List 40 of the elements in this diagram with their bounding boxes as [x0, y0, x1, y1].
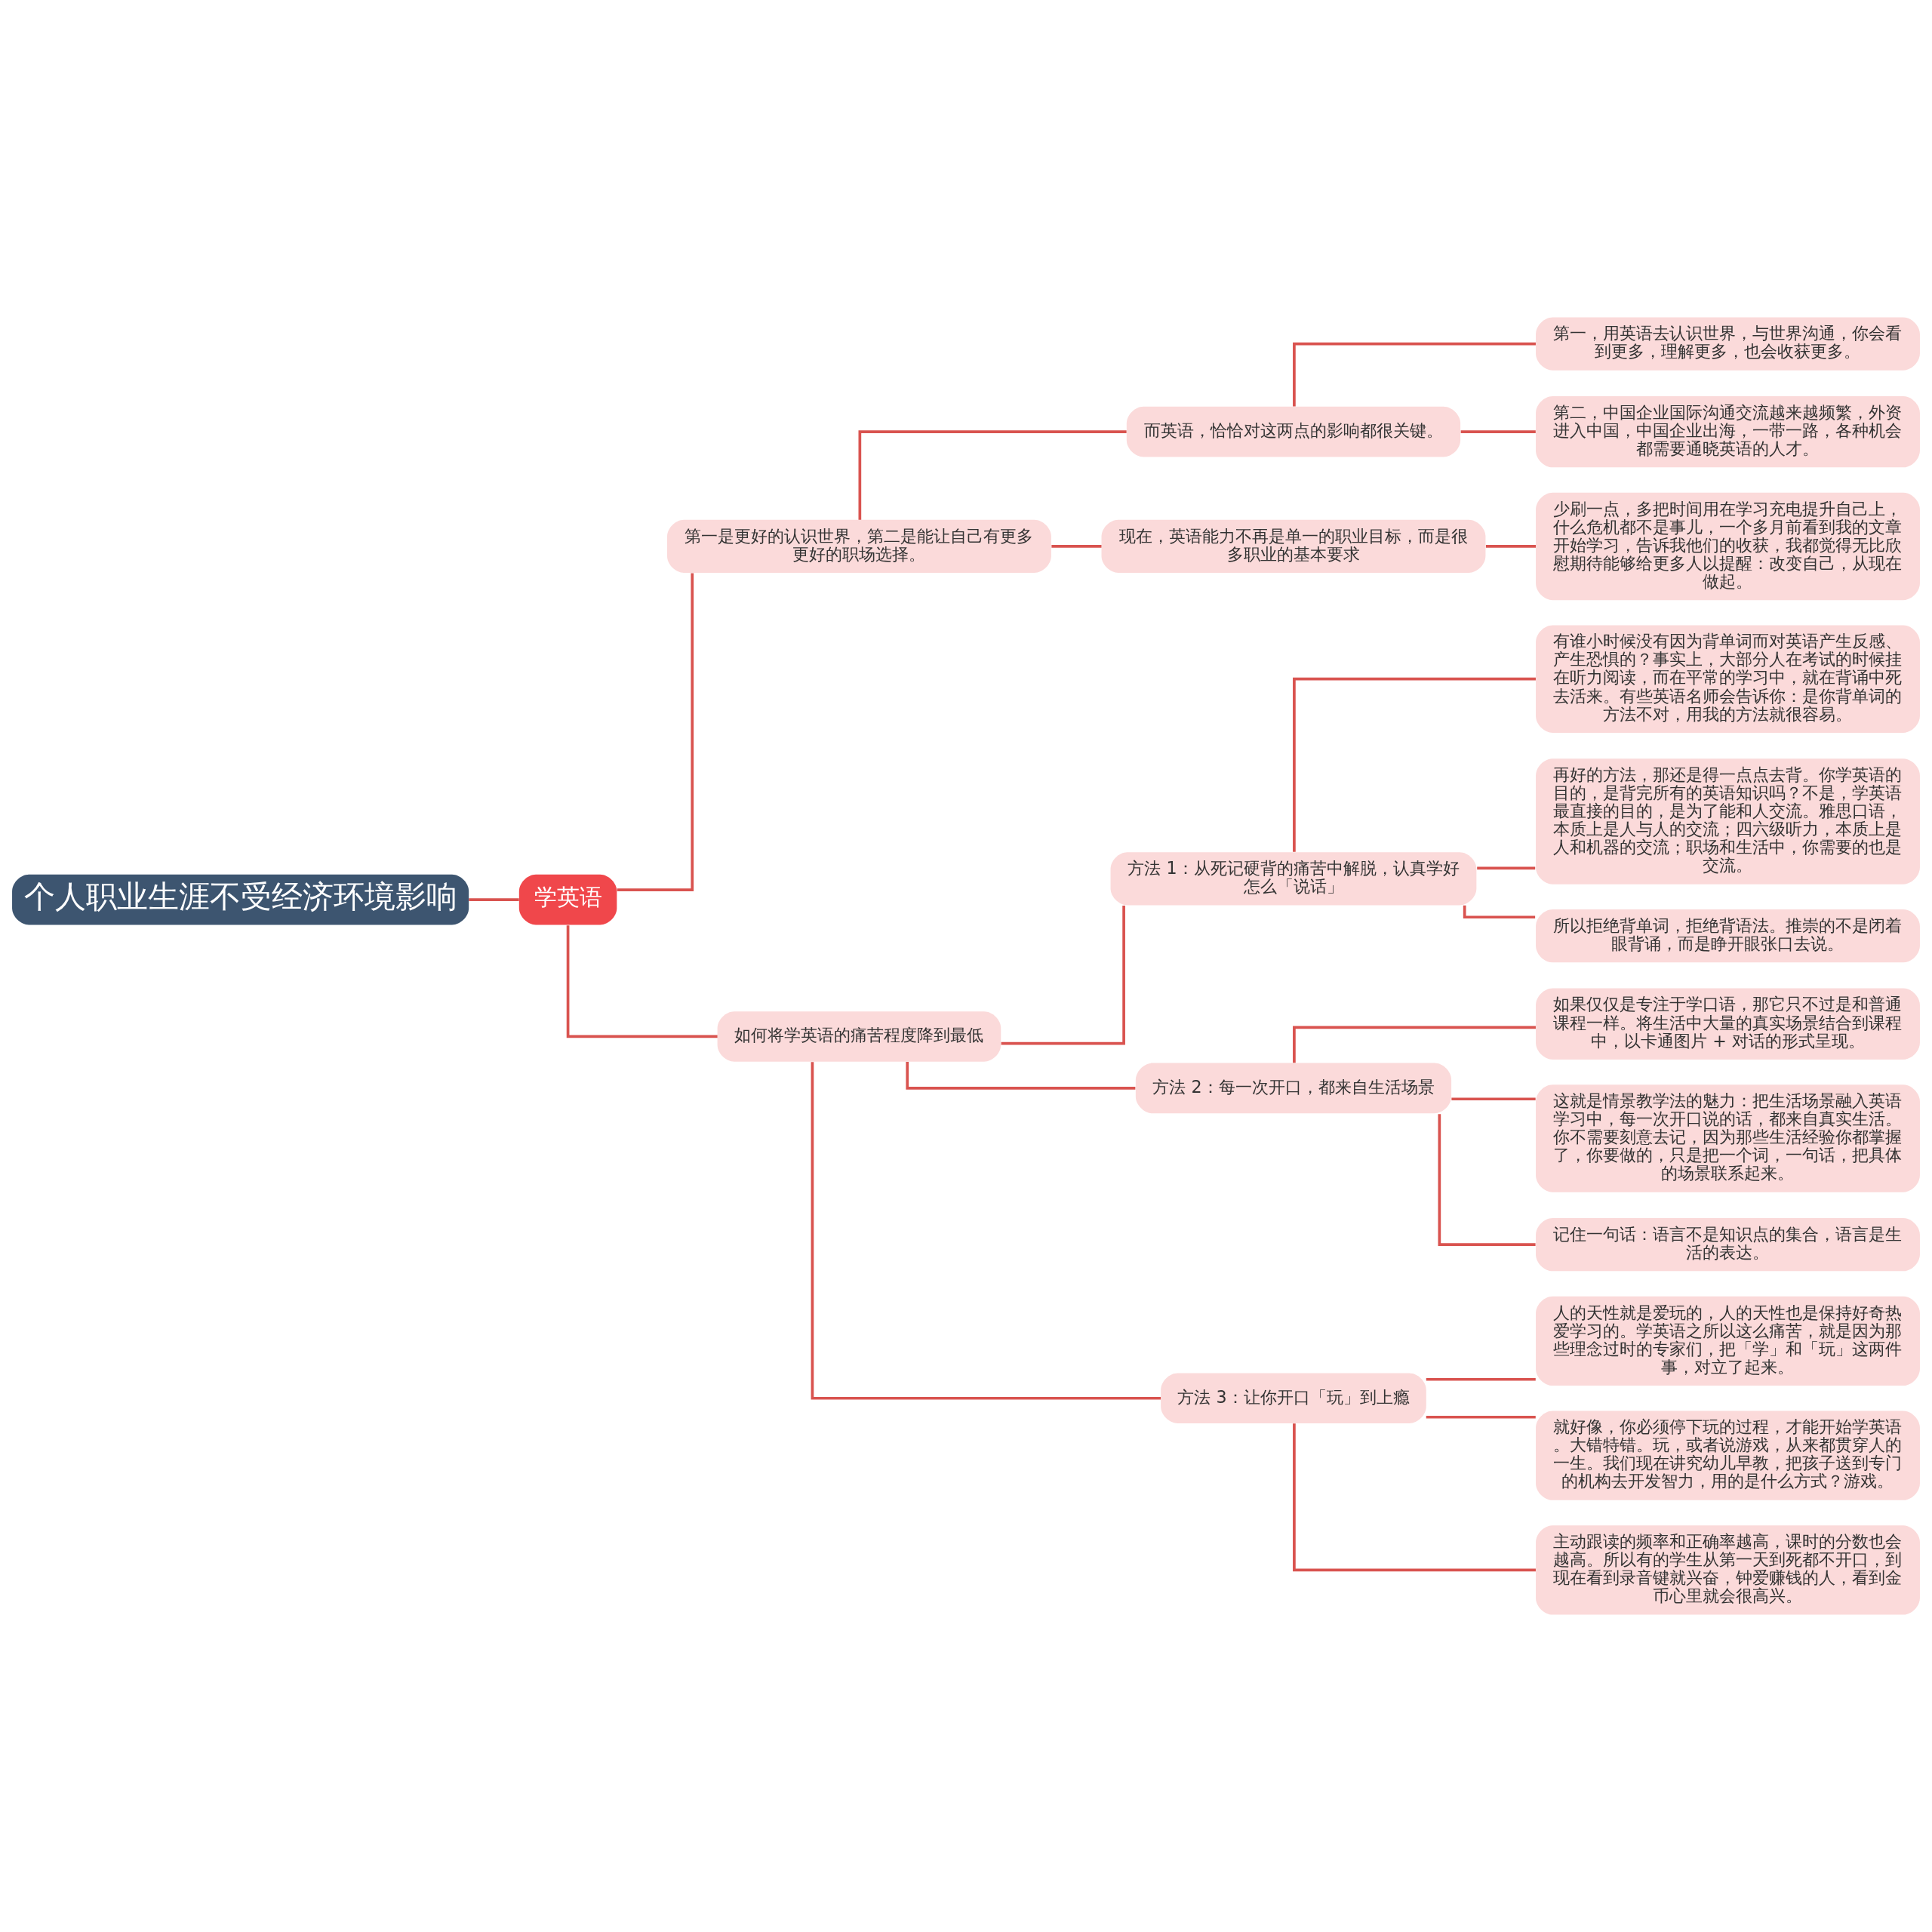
connector [566, 925, 718, 1038]
connector [1485, 545, 1536, 548]
node-box: 而英语，恰恰对这两点的影响都很关键。 [1126, 406, 1461, 457]
connector [469, 898, 519, 901]
node-box: 学英语 [518, 874, 617, 925]
connector [1477, 866, 1536, 870]
connector [1463, 905, 1536, 919]
node-box: 现在，英语能力不再是单一的职业目标，而是很多职业的基本要求 [1101, 519, 1486, 574]
connector [1293, 342, 1536, 407]
connector [1460, 430, 1536, 433]
node-box: 如果仅仅是专注于学口语，那它只不过是和普通课程一样。将生活中大量的真实场景结合到课程中，以卡通图片 + 对话的形式呈现。 [1536, 988, 1920, 1060]
node-box: 第一是更好的认识世界，第二是能让自己有更多更好的职场选择。 [666, 519, 1051, 574]
connector [1426, 1415, 1536, 1419]
connector [1293, 1026, 1536, 1063]
node-box: 就好像，你必须停下玩的过程，才能开始学英语。大错特错。玩，或者说游戏，从来都贯穿人的一生。我们现在讲究幼儿早教，把孩子送到专门的机构去开发智力，用的是什么方式？游戏。 [1536, 1411, 1920, 1500]
connector [858, 430, 1127, 520]
connector [1438, 1114, 1536, 1247]
node-box: 第二，中国企业国际沟通交流越来越频繁，外资进入中国，中国企业出海，一带一路，各种机会都需要通晓英语的人才。 [1536, 395, 1920, 468]
node-box: 人的天性就是爱玩的，人的天性也是保持好奇热爱学习的。学英语之所以这么痛苦，就是因为那些理念过时的专家们，把「学」和「玩」这两件事，对立了起来。 [1536, 1296, 1920, 1386]
node-box: 所以拒绝背单词，拒绝背语法。推崇的不是闭着眼背诵，而是睁开眼张口去说。 [1536, 909, 1920, 963]
connector [617, 573, 694, 891]
node-box: 方法 2：每一次开口，都来自生活场景 [1135, 1063, 1452, 1114]
node-box: 有谁小时候没有因为背单词而对英语产生反感、产生恐惧的？事实上，大部分人在考试的时候挂在听力阅读，而在平常的学习中，就在背诵中死去活来。有些英语名师会告诉你：是你背单词的方法不对，用我的方法就很容易。 [1536, 625, 1920, 733]
node-box: 再好的方法，那还是得一点点去背。你学英语的目的，是背完所有的英语知识吗？不是，学英语最直接的目的，是为了能和人交流。雅思口语，本质上是人与人的交流；四六级听力，本质上是人和机器的交流；职场和生活中，你需要的也是交流。 [1536, 758, 1920, 884]
node-box: 方法 1：从死记硬背的痛苦中解脱，认真学好怎么「说话」 [1110, 852, 1477, 906]
connector [1051, 545, 1102, 548]
node-box: 这就是情景教学法的魅力：把生活场景融入英语学习中，每一次开口说的话，都来自真实生活。你不需要刻意去记，因为那些生活经验你都掌握了，你要做的，只是把一个词，一句话，把具体的场景联系起来。 [1536, 1084, 1920, 1192]
connector [1001, 905, 1125, 1045]
node-box: 个人职业生涯不受经济环境影响 [12, 874, 469, 925]
connector [811, 1062, 1161, 1400]
node-box: 少刷一点，多把时间用在学习充电提升自己上，什么危机都不是事儿，一个多月前看到我的文章开始学习，告诉我他们的收获，我都觉得无比欣慰期待能够给更多人以提醒：改变自己，从现在做起。 [1536, 492, 1920, 601]
node-box: 第一，用英语去认识世界，与世界沟通，你会看到更多，理解更多，也会收获更多。 [1536, 317, 1920, 371]
connector [1426, 1377, 1536, 1381]
connector [1451, 1097, 1536, 1101]
node-box: 如何将学英语的痛苦程度降到最低 [717, 1011, 1001, 1062]
node-box: 主动跟读的频率和正确率越高，课时的分数也会越高。所以有的学生从第一天到死都不开口，到现在看到录音键就兴奋，钟爱赚钱的人，看到金币心里就会很高兴。 [1536, 1525, 1920, 1615]
node-box: 方法 3：让你开口「玩」到上瘾 [1161, 1373, 1426, 1424]
connector [1293, 1423, 1536, 1572]
node-box: 记住一句话：语言不是知识点的集合，语言是生活的表达。 [1536, 1218, 1920, 1272]
connector [1293, 677, 1536, 852]
